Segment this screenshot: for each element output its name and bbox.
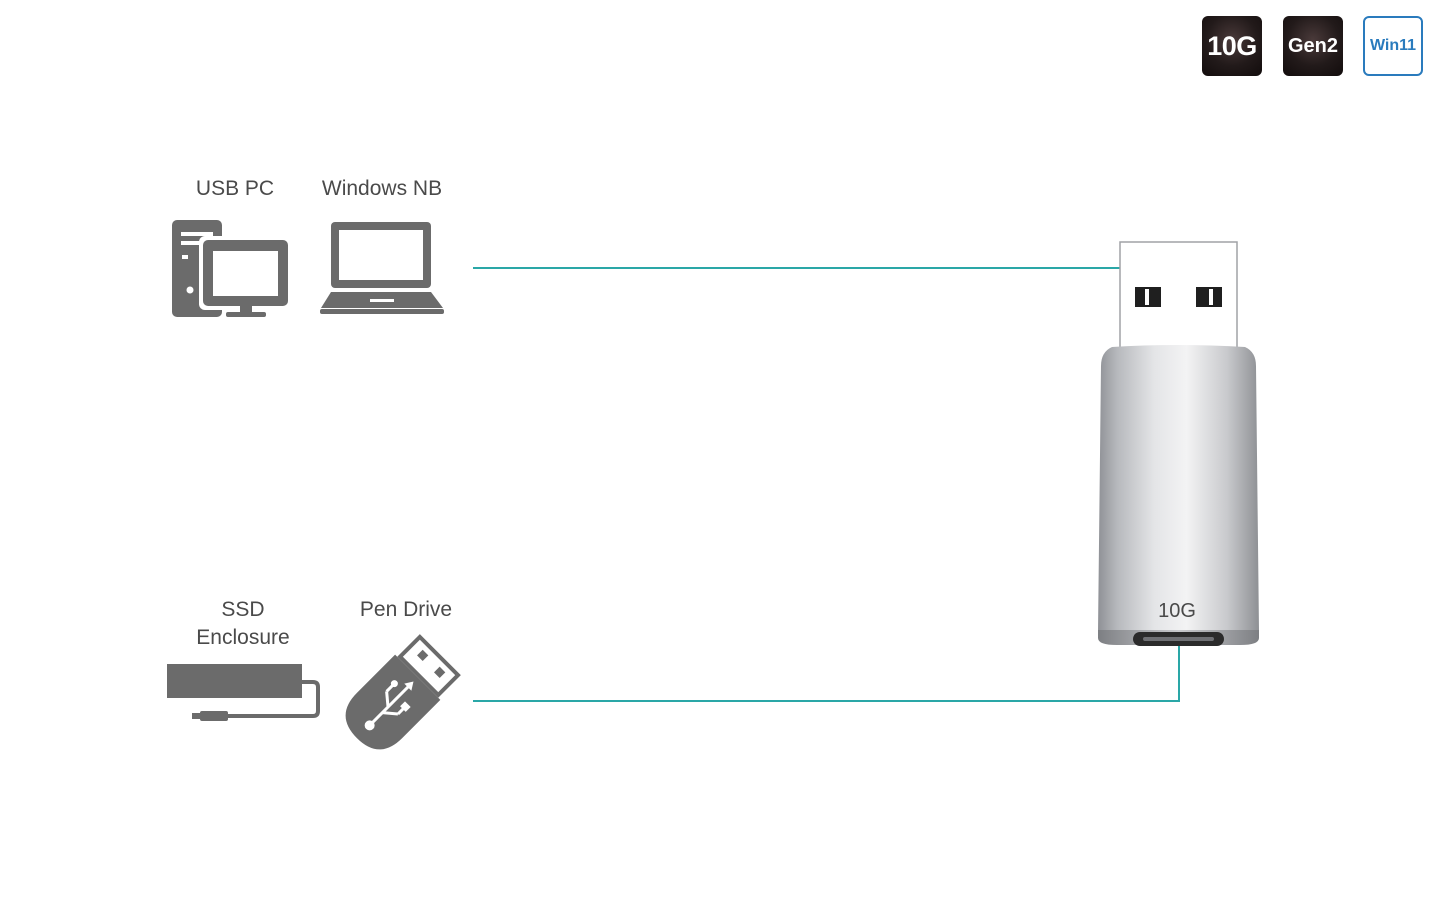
pen-drive-icon xyxy=(345,634,461,750)
label-ssd-line1: SSD xyxy=(221,598,265,621)
adapter-body xyxy=(1098,345,1259,646)
label-ssd-line2: Enclosure xyxy=(196,626,290,649)
adapter-10g-label: 10G xyxy=(1158,600,1196,622)
label-ssd-enclosure: SSD Enclosure xyxy=(168,596,318,652)
badge-win11: Win11 xyxy=(1363,16,1423,76)
label-pen-drive: Pen Drive xyxy=(359,598,453,621)
label-usb-pc: USB PC xyxy=(195,177,275,200)
connector-line-bottom xyxy=(473,640,1180,702)
usb-a-plug xyxy=(1119,241,1238,355)
badge-gen2: Gen2 xyxy=(1283,16,1343,76)
connector-line-top xyxy=(473,267,1180,292)
ssd-enclosure-icon xyxy=(167,664,320,721)
desktop-pc-icon xyxy=(172,220,292,317)
laptop-icon xyxy=(320,222,444,314)
badge-win11-text: Win11 xyxy=(1369,37,1417,54)
badge-10g: 10G xyxy=(1202,16,1262,76)
label-windows-nb: Windows NB xyxy=(321,177,443,200)
badge-gen2-text: Gen2 xyxy=(1287,34,1339,57)
badge-10g-text: 10G xyxy=(1207,30,1257,61)
